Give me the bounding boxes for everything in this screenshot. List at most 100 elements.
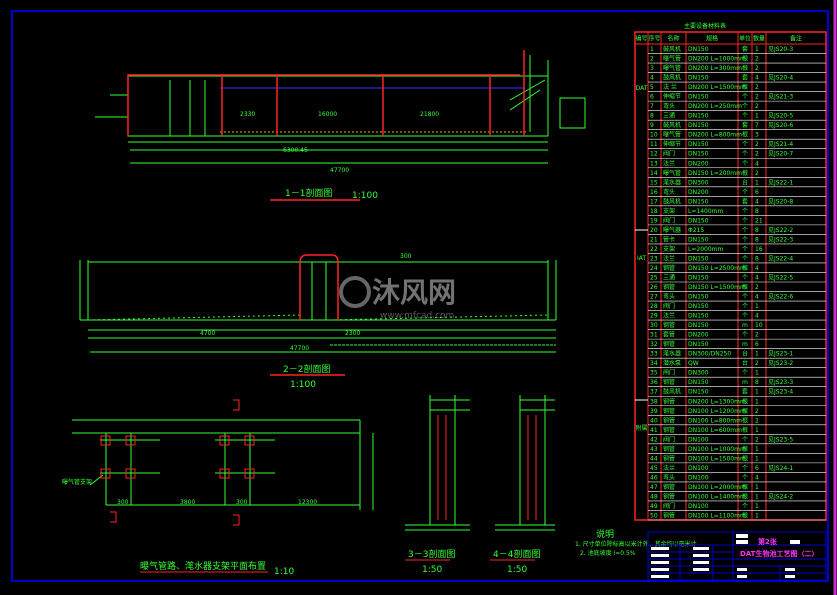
- table-cell: 2: [755, 332, 759, 339]
- section-4-4: [495, 395, 555, 531]
- table-cell: 套管: [663, 331, 675, 339]
- table-cell: 三通: [663, 274, 675, 282]
- plan-dim-2: 3800: [180, 499, 195, 506]
- table-cell: 根: [742, 454, 748, 462]
- table-cell: 见JS22-1: [768, 179, 793, 186]
- table-cell: 1: [755, 389, 759, 396]
- table-cell: 根: [742, 483, 748, 491]
- table-cell: 见JS20-4: [768, 75, 793, 82]
- table-group: 附属: [635, 424, 647, 432]
- table-cell: 个: [742, 151, 748, 158]
- table-cell: 29: [650, 313, 658, 320]
- table-cell: DN150: [688, 141, 709, 148]
- table-cell: 鼓风机: [663, 121, 681, 129]
- table-cell: 44: [650, 455, 658, 462]
- table-cell: 滗水器: [663, 178, 681, 186]
- table-cell: 个: [742, 332, 748, 339]
- table-cell: 个: [742, 465, 748, 472]
- table-cell: DN150: [688, 94, 709, 101]
- table-cell: DN150: [688, 303, 709, 310]
- table-cell: 法 兰: [663, 83, 677, 91]
- section-3-3-scale: 1:50: [422, 565, 442, 575]
- table-cell: 2: [755, 436, 759, 443]
- table-cell: DN100 L=2000mm: [688, 484, 746, 491]
- table-cell: 47: [650, 484, 658, 491]
- table-cell: 6: [650, 94, 654, 101]
- outer-frame: [11, 10, 829, 582]
- table-cell: 根: [742, 131, 748, 139]
- table-group: IAT: [637, 255, 646, 262]
- table-cell: DN100 L=1200mm: [688, 408, 746, 415]
- table-cell: 8: [650, 113, 654, 120]
- table-cell: 阀门: [663, 150, 675, 158]
- table-header: 编号: [635, 35, 647, 43]
- table-cell: 见JS24-2: [768, 493, 793, 500]
- table-cell: 根: [742, 397, 748, 405]
- table-cell: 11: [650, 141, 658, 148]
- table-cell: 1: [755, 46, 759, 53]
- table-cell: 见JS22-5: [768, 275, 793, 282]
- table-cell: DN300: [688, 179, 709, 186]
- table-title: 主要设备材料表: [684, 22, 726, 30]
- table-cell: 1: [755, 493, 759, 500]
- section-2-2-red-lines: [270, 254, 345, 376]
- table-cell: DN200 L=250mm: [688, 103, 742, 110]
- table-cell: DN150: [688, 389, 709, 396]
- table-cell: DN150: [688, 379, 709, 386]
- table-cell: 见JS23-3: [768, 379, 793, 386]
- table-cell: 15: [650, 179, 658, 186]
- table-cell: 7: [755, 122, 759, 129]
- table-cell: 伸缩节: [663, 93, 681, 101]
- table-cell: 24: [650, 265, 658, 272]
- table-cell: DN300: [688, 370, 709, 377]
- note-1: 1. 尺寸单位除标高以米计外，其余均以毫米计: [575, 540, 697, 548]
- section-2-2-label: 2－2剖面图: [283, 363, 330, 375]
- table-cell: 三通: [663, 112, 675, 120]
- table-cell: 台: [742, 350, 748, 358]
- plan-dim-4: 12300: [298, 499, 317, 506]
- table-cell: 法兰: [663, 254, 675, 262]
- table-cell: 钢管: [663, 416, 675, 424]
- table-header: 备注: [790, 35, 802, 43]
- table-cell: 个: [742, 189, 748, 196]
- table-cell: 根: [742, 512, 748, 520]
- table-cell: 见JS20-8: [768, 198, 793, 205]
- table-cell: 49: [650, 503, 658, 510]
- table-cell: 2: [755, 417, 759, 424]
- table-cell: 2: [650, 56, 654, 63]
- table-cell: 4: [755, 75, 759, 82]
- table-header: 名称: [667, 35, 679, 43]
- table-cell: 见JS20-7: [768, 151, 793, 158]
- table-cell: DN150: [688, 341, 709, 348]
- table-cell: DN200: [688, 189, 709, 196]
- table-cell: 个: [742, 208, 748, 215]
- table-cell: 8: [755, 227, 759, 234]
- table-header: 序号: [648, 35, 660, 43]
- table-cell: 20: [650, 227, 658, 234]
- table-cell: 6: [755, 341, 759, 348]
- table-cell: 根: [742, 169, 748, 177]
- table-cell: DN150 L=200mm: [688, 170, 742, 177]
- table-cell: DN200 L=1000mm: [688, 56, 746, 63]
- table-cell: DN200 L=800mm: [688, 132, 742, 139]
- table-cell: 3: [650, 65, 654, 72]
- table-cell: 伸缩节: [663, 140, 681, 148]
- table-cell: L=1400mm: [688, 208, 723, 215]
- table-cell: 见JS24-1: [768, 465, 793, 472]
- table-cell: 2: [755, 56, 759, 63]
- table-cell: DN150: [688, 46, 709, 53]
- plan-dim-1: 300: [117, 499, 129, 506]
- table-cell: 钢管: [663, 340, 675, 348]
- table-cell: 4: [755, 474, 759, 481]
- table-cell: 个: [742, 275, 748, 282]
- table-cell: 1: [755, 303, 759, 310]
- table-cell: 5: [650, 84, 654, 91]
- table-cell: 4: [755, 160, 759, 167]
- table-cell: 钢管: [663, 378, 675, 386]
- table-cell: 钢管: [663, 321, 675, 329]
- table-cell: 1: [755, 179, 759, 186]
- table-cell: 弯头: [663, 293, 675, 301]
- table-cell: 8: [755, 208, 759, 215]
- table-cell: DN100 L=1100mm: [688, 513, 746, 520]
- table-cell: 40: [650, 417, 658, 424]
